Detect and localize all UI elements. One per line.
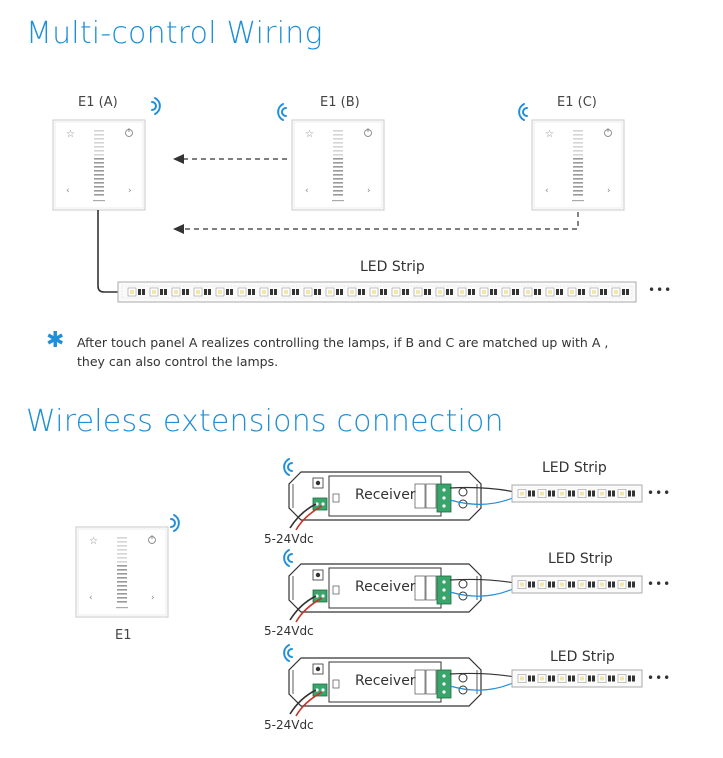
- section-title-multi-control: Multi-control Wiring: [26, 16, 323, 51]
- touch-panel-e1: [75, 526, 169, 618]
- touch-panel-c: [531, 119, 625, 211]
- panel-label-b: E1 (B): [320, 95, 360, 110]
- output-wires-1: [449, 486, 516, 505]
- panel-label-c: E1 (C): [557, 95, 597, 110]
- receiver-2-label: Receiver: [355, 579, 416, 595]
- output-wires-2: [449, 578, 516, 597]
- strip-ellipsis-2: •••: [647, 577, 672, 591]
- wifi-signal-icon-receiver-3: [283, 644, 293, 662]
- wifi-signal-icon-b: [277, 103, 287, 121]
- receiver-1-label: Receiver: [355, 487, 416, 503]
- led-strip-label: LED Strip: [360, 259, 425, 275]
- dashed-arrow-b-to-a: [173, 154, 288, 164]
- note-asterisk-icon: ✱: [46, 328, 65, 353]
- voltage-label-3: 5-24Vdc: [264, 718, 314, 732]
- note-line-1: After touch panel A realizes controlling…: [77, 335, 609, 350]
- wifi-signal-icon-e1: [170, 514, 180, 532]
- led-strip-label-2: LED Strip: [548, 551, 613, 567]
- section-title-wireless-extensions: Wireless extensions connection: [26, 404, 504, 439]
- note-line-2: they can also control the lamps.: [77, 354, 279, 369]
- power-wires-1: [289, 503, 323, 531]
- dashed-arrow-c-to-a: [173, 212, 579, 234]
- wire-a-to-strip: [97, 210, 119, 293]
- voltage-label-1: 5-24Vdc: [264, 532, 314, 546]
- voltage-label-2: 5-24Vdc: [264, 624, 314, 638]
- panel-label-e1: E1: [115, 628, 132, 643]
- wifi-signal-icon-c: [518, 103, 528, 121]
- panel-label-a: E1 (A): [78, 95, 118, 110]
- wifi-signal-icon-receiver-2: [283, 549, 293, 567]
- strip-continuation-ellipsis: •••: [648, 283, 673, 297]
- power-wires-2: [289, 595, 323, 623]
- wifi-signal-icon-a: [151, 97, 161, 115]
- touch-panel-a: [52, 119, 146, 211]
- power-wires-3: [289, 689, 323, 717]
- receiver-3-label: Receiver: [355, 673, 416, 689]
- note-text: After touch panel A realizes controlling…: [77, 333, 608, 371]
- wifi-signal-icon-receiver-1: [283, 458, 293, 476]
- output-wires-3: [449, 672, 516, 691]
- strip-ellipsis-3: •••: [647, 671, 672, 685]
- touch-panel-b: [291, 119, 385, 211]
- led-strip-label-1: LED Strip: [542, 460, 607, 476]
- strip-ellipsis-1: •••: [647, 486, 672, 500]
- led-strip-label-3: LED Strip: [550, 649, 615, 665]
